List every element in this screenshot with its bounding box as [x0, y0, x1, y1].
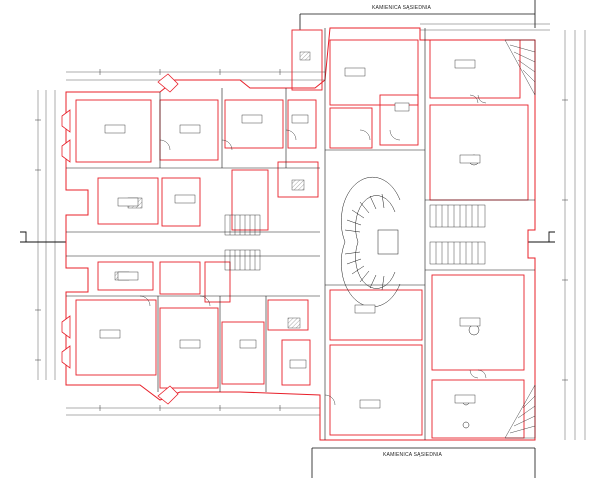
straight-stairs: [224, 39, 536, 439]
door-swings: [139, 94, 487, 406]
neighbor-boundaries: [299, 0, 536, 478]
dimension-lines: [37, 23, 586, 440]
neighbor-label-top: KAMIENICA SĄSIEDNIA: [372, 5, 432, 11]
neighbor-label-bottom: KAMIENICA SĄSIEDNIA: [383, 452, 443, 458]
internal-walls: [66, 28, 535, 440]
window-bays: [61, 73, 179, 405]
room-tags: [99, 59, 481, 409]
room-outlines: [75, 29, 529, 439]
spiral-staircase: [340, 176, 401, 308]
dimension-ticks: [35, 69, 568, 411]
